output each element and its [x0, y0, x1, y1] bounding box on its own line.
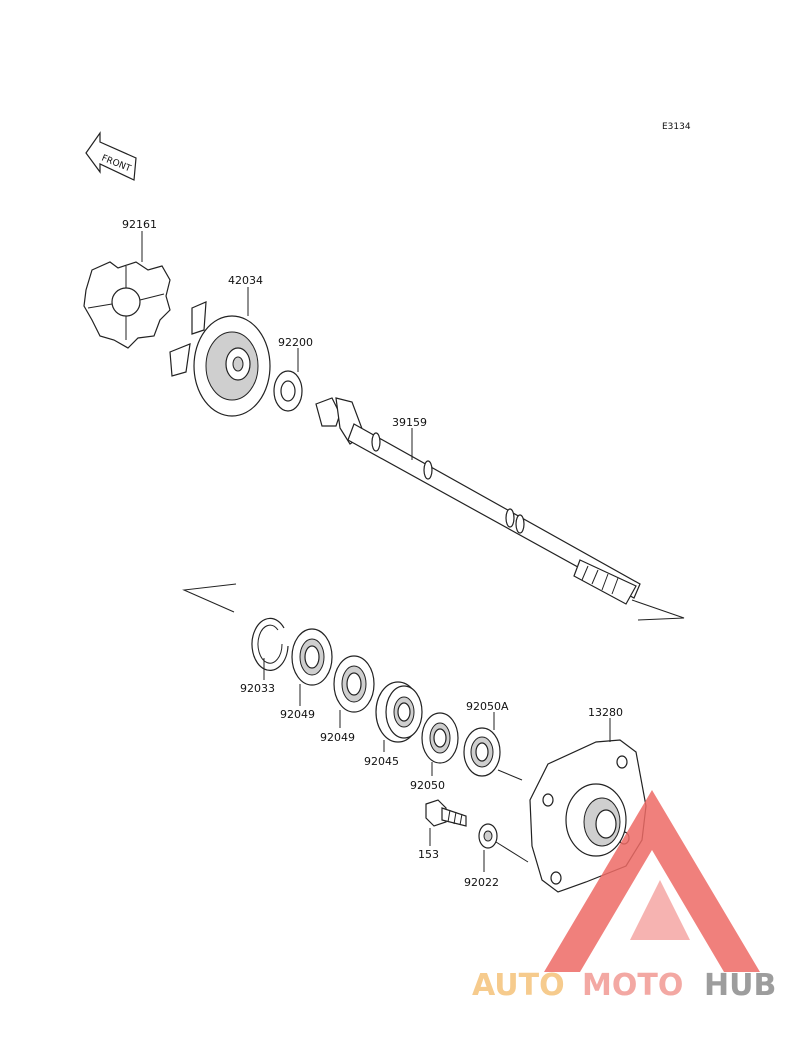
front-arrow-icon: FRONT [85, 131, 137, 181]
part-label-13280: 13280 [588, 706, 623, 719]
part-label-92200: 92200 [278, 336, 313, 349]
part-label-92050: 92050 [410, 779, 445, 792]
part-92049-b-drawing [333, 655, 375, 713]
part-39159-drawing [315, 397, 641, 605]
part-label-42034: 42034 [228, 274, 263, 287]
watermark-text-hub: HUB [704, 968, 776, 1003]
part-92050a-drawing [463, 727, 501, 777]
part-92200-drawing [273, 370, 303, 412]
axis-line-left [182, 583, 237, 613]
assembly-line-92050a [497, 769, 523, 781]
part-label-92049-a: 92049 [280, 708, 315, 721]
part-92033-drawing [251, 617, 289, 671]
part-label-153: 153 [418, 848, 439, 861]
watermark-text-moto: MOTO [582, 968, 683, 1003]
watermark-triangle-icon [544, 790, 760, 972]
part-label-39159: 39159 [392, 416, 427, 429]
part-label-92050a: 92050A [466, 700, 509, 713]
diagram-code: E3134 [662, 122, 691, 132]
automotohub-watermark-logo: AUTO MOTO HUB [472, 790, 776, 1003]
part-92049-a-drawing [291, 628, 333, 686]
part-92050-drawing [421, 712, 459, 764]
part-label-92161: 92161 [122, 218, 157, 231]
part-label-92033: 92033 [240, 682, 275, 695]
part-92161-drawing [83, 261, 171, 349]
axis-line-right [631, 599, 685, 621]
watermark-text-auto: AUTO [472, 968, 565, 1003]
part-label-92049-b: 92049 [320, 731, 355, 744]
part-153-drawing [425, 799, 467, 827]
part-label-92045: 92045 [364, 755, 399, 768]
part-92022-drawing [478, 823, 498, 849]
part-92045-drawing [375, 681, 423, 743]
part-label-92022: 92022 [464, 876, 499, 889]
assembly-line-92022 [495, 841, 529, 863]
part-42034-drawing [169, 301, 271, 417]
